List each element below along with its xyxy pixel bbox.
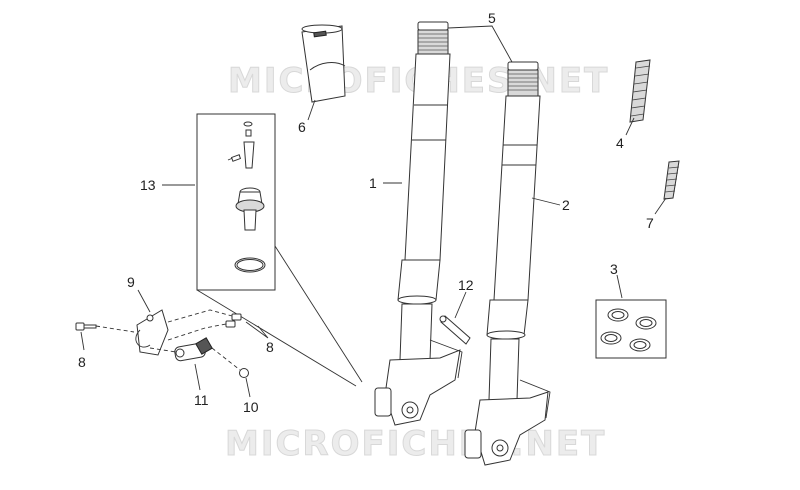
fork-leg-left — [374, 21, 463, 426]
callout-6: 6 — [298, 119, 306, 135]
callout-10: 10 — [243, 399, 259, 415]
callout-8-right: 8 — [266, 339, 274, 355]
part-3-seal-kit — [595, 299, 667, 359]
part-6-sleeve — [301, 24, 346, 103]
callout-11: 11 — [194, 392, 209, 408]
part-13-adjuster-kit — [196, 113, 363, 387]
callout-3: 3 — [610, 261, 618, 277]
watermark-bottom: MICROFICHES.NET — [225, 424, 606, 464]
callout-5: 5 — [488, 10, 496, 26]
callout-2: 2 — [562, 197, 570, 213]
callout-13: 13 — [140, 177, 156, 193]
part-7-spring — [663, 160, 680, 200]
part-9-bracket-assembly — [75, 309, 249, 378]
fork-leg-right — [464, 61, 551, 466]
callout-7: 7 — [646, 215, 654, 231]
callout-9: 9 — [127, 274, 135, 290]
callout-1: 1 — [369, 175, 377, 191]
callout-12: 12 — [458, 277, 474, 293]
part-12-clip — [439, 315, 471, 345]
callout-leaders — [80, 25, 667, 398]
callout-4: 4 — [616, 135, 624, 151]
part-4-spring — [629, 59, 651, 123]
callout-8-left: 8 — [78, 354, 86, 370]
